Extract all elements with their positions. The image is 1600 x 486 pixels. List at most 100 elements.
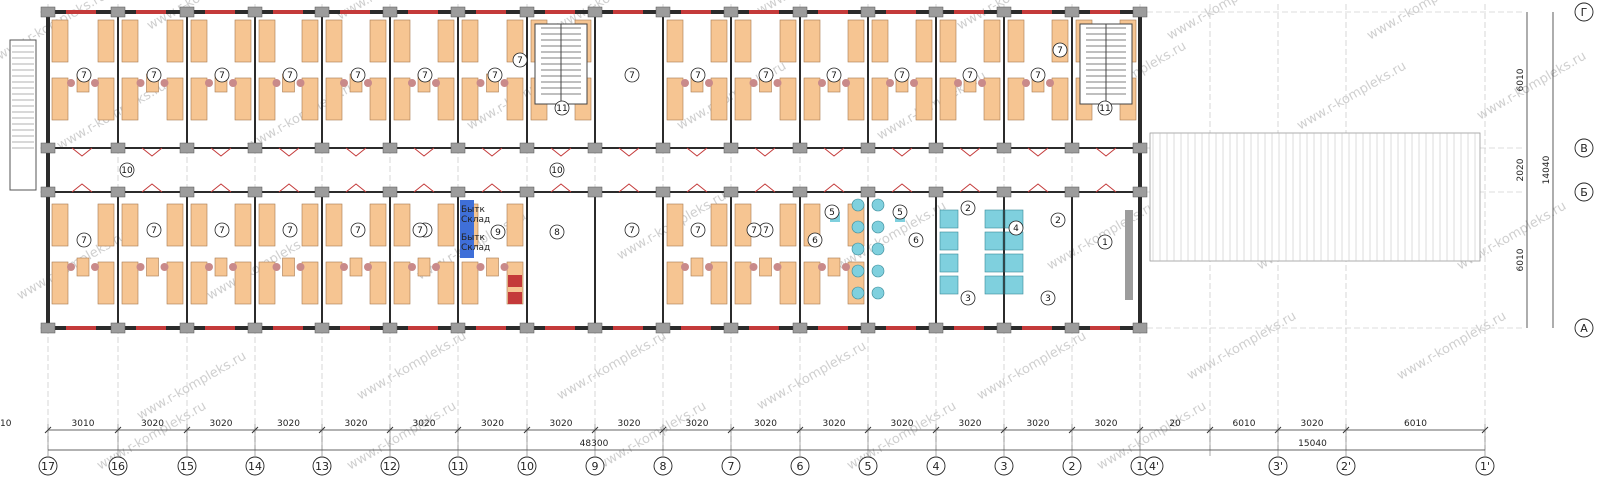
room-number-circle	[892, 204, 908, 220]
chair	[160, 263, 169, 271]
dim-label: 3020	[754, 419, 777, 429]
board-label: Склад	[461, 215, 490, 225]
axis-label: 9	[592, 460, 599, 473]
chair	[705, 79, 713, 87]
door-bottom	[345, 183, 367, 193]
window-top	[818, 10, 848, 14]
bed	[1007, 19, 1025, 63]
room-number-circle	[76, 232, 92, 248]
room-number-circle	[1030, 67, 1046, 83]
room-number: 7	[219, 226, 225, 236]
window-bottom	[66, 326, 96, 330]
axis-label: 14	[248, 460, 262, 473]
dim-label: 3020	[618, 419, 641, 429]
bed	[915, 77, 933, 121]
room-number: 7	[81, 71, 87, 81]
chair	[818, 263, 826, 271]
window-bottom	[613, 326, 643, 330]
chair	[681, 263, 689, 271]
window-bottom	[545, 326, 575, 330]
chair	[296, 263, 305, 271]
room-number-circle	[826, 67, 842, 83]
window-top	[408, 10, 438, 14]
column	[1132, 142, 1148, 154]
table	[486, 257, 499, 277]
axis-label: 5	[865, 460, 872, 473]
bed	[258, 19, 276, 63]
chair	[229, 263, 237, 271]
bed	[847, 19, 865, 63]
axis-label: 3	[1001, 460, 1008, 473]
axis-bubble-right	[1574, 182, 1594, 202]
room-number: 7	[219, 71, 225, 81]
door-top	[754, 147, 776, 157]
bed	[983, 19, 1001, 63]
column	[587, 142, 603, 154]
door-bottom	[1027, 183, 1049, 193]
watermark-text: www.r-kompleks.ru	[1365, 0, 1480, 43]
bed	[190, 203, 208, 247]
room-number-circle	[1097, 100, 1113, 116]
bed	[234, 261, 252, 305]
bed	[121, 77, 139, 121]
door-bottom	[550, 183, 572, 193]
chair	[476, 263, 485, 271]
room-number-circle	[758, 67, 774, 83]
column	[928, 6, 944, 18]
bed	[983, 77, 1001, 121]
door-bottom	[618, 183, 640, 193]
chair	[954, 79, 962, 87]
chair	[476, 79, 485, 87]
axis-label: 4	[933, 460, 940, 473]
toilet	[851, 242, 865, 256]
column	[1064, 322, 1080, 334]
chair	[749, 79, 758, 87]
bed	[121, 19, 139, 63]
axis-bubble	[926, 456, 946, 476]
column	[655, 186, 671, 198]
room-number: 5	[897, 208, 903, 218]
dim-label: 3020	[550, 419, 573, 429]
bed	[666, 203, 684, 247]
column	[247, 6, 263, 18]
window-top	[66, 10, 96, 14]
column	[860, 6, 876, 18]
bed	[301, 77, 319, 121]
room-labels: 7777777711777777771110107777777987777655…	[76, 42, 1113, 306]
watermark-text: www.r-kompleks.ru	[1185, 309, 1300, 384]
axis-bubble	[653, 456, 673, 476]
axis-label: 13	[315, 460, 329, 473]
bed	[939, 19, 957, 63]
bed	[369, 261, 387, 305]
chair	[749, 263, 758, 271]
bed	[393, 77, 411, 121]
door-top	[1095, 147, 1117, 157]
window-top	[886, 10, 916, 14]
watermark-text: www.r-kompleks.ru	[1295, 59, 1410, 134]
room-number: 7	[287, 226, 293, 236]
axis-bubble	[177, 456, 197, 476]
column	[860, 186, 876, 198]
column	[382, 186, 398, 198]
bed	[258, 203, 276, 247]
window-top	[476, 10, 506, 14]
axis-bubble-annex	[1144, 456, 1164, 476]
column	[587, 322, 603, 334]
door-bottom	[686, 183, 708, 193]
axis-bubble	[517, 456, 537, 476]
dim-total-annex: 15040	[1298, 439, 1327, 449]
room-number: 7	[151, 71, 157, 81]
column	[996, 322, 1012, 334]
axis-label: 12	[383, 460, 397, 473]
column	[996, 186, 1012, 198]
window-bottom	[205, 326, 235, 330]
bed	[258, 77, 276, 121]
chair	[67, 263, 75, 271]
column	[450, 142, 466, 154]
room-number-circle	[908, 232, 924, 248]
chair	[705, 263, 713, 271]
column	[179, 6, 195, 18]
axis-bubble	[585, 456, 605, 476]
bed	[258, 261, 276, 305]
